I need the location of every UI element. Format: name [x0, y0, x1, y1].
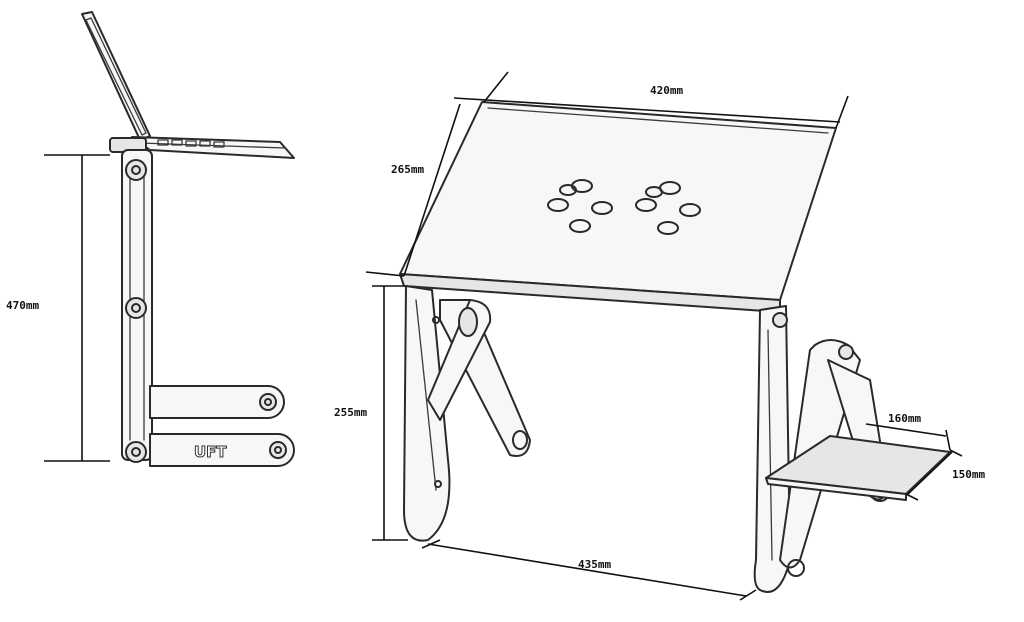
knob-icon	[125, 159, 147, 181]
brand-logo: UFT	[194, 443, 227, 461]
left-leg	[403, 285, 531, 542]
side-support-column	[121, 149, 153, 463]
mouse-tray	[765, 435, 951, 501]
height-dimension: 470mm	[6, 154, 110, 462]
tray-depth-dimension: 150mm	[905, 449, 985, 501]
base-width-dimension: 435mm	[421, 539, 757, 601]
table-top	[399, 101, 837, 313]
keyboard-keys	[157, 139, 225, 148]
perspective-view: 420mm 265mm 255mm 435mm 160mm	[334, 71, 985, 601]
laptop-illustration	[81, 11, 295, 159]
side-upper-arm	[149, 385, 285, 419]
side-view: UFT 470mm	[6, 11, 295, 467]
base-width-label: 435mm	[578, 558, 611, 571]
top-depth-label: 265mm	[391, 163, 424, 176]
top-width-label: 420mm	[650, 84, 683, 97]
knob-icon	[125, 297, 147, 319]
tray-width-dimension: 160mm	[865, 412, 951, 451]
top-width-dimension: 420mm	[453, 71, 849, 129]
leg-height-label: 255mm	[334, 406, 367, 419]
knob-icon	[125, 441, 147, 463]
fan-vent-icon	[547, 179, 613, 233]
tray-depth-label: 150mm	[952, 468, 985, 481]
tray-width-label: 160mm	[888, 412, 921, 425]
side-lower-arm: UFT	[149, 433, 295, 467]
height-label: 470mm	[6, 299, 39, 312]
top-depth-dimension: 265mm	[365, 103, 461, 277]
fan-vent-icon	[635, 181, 701, 235]
leg-height-dimension: 255mm	[334, 285, 408, 541]
